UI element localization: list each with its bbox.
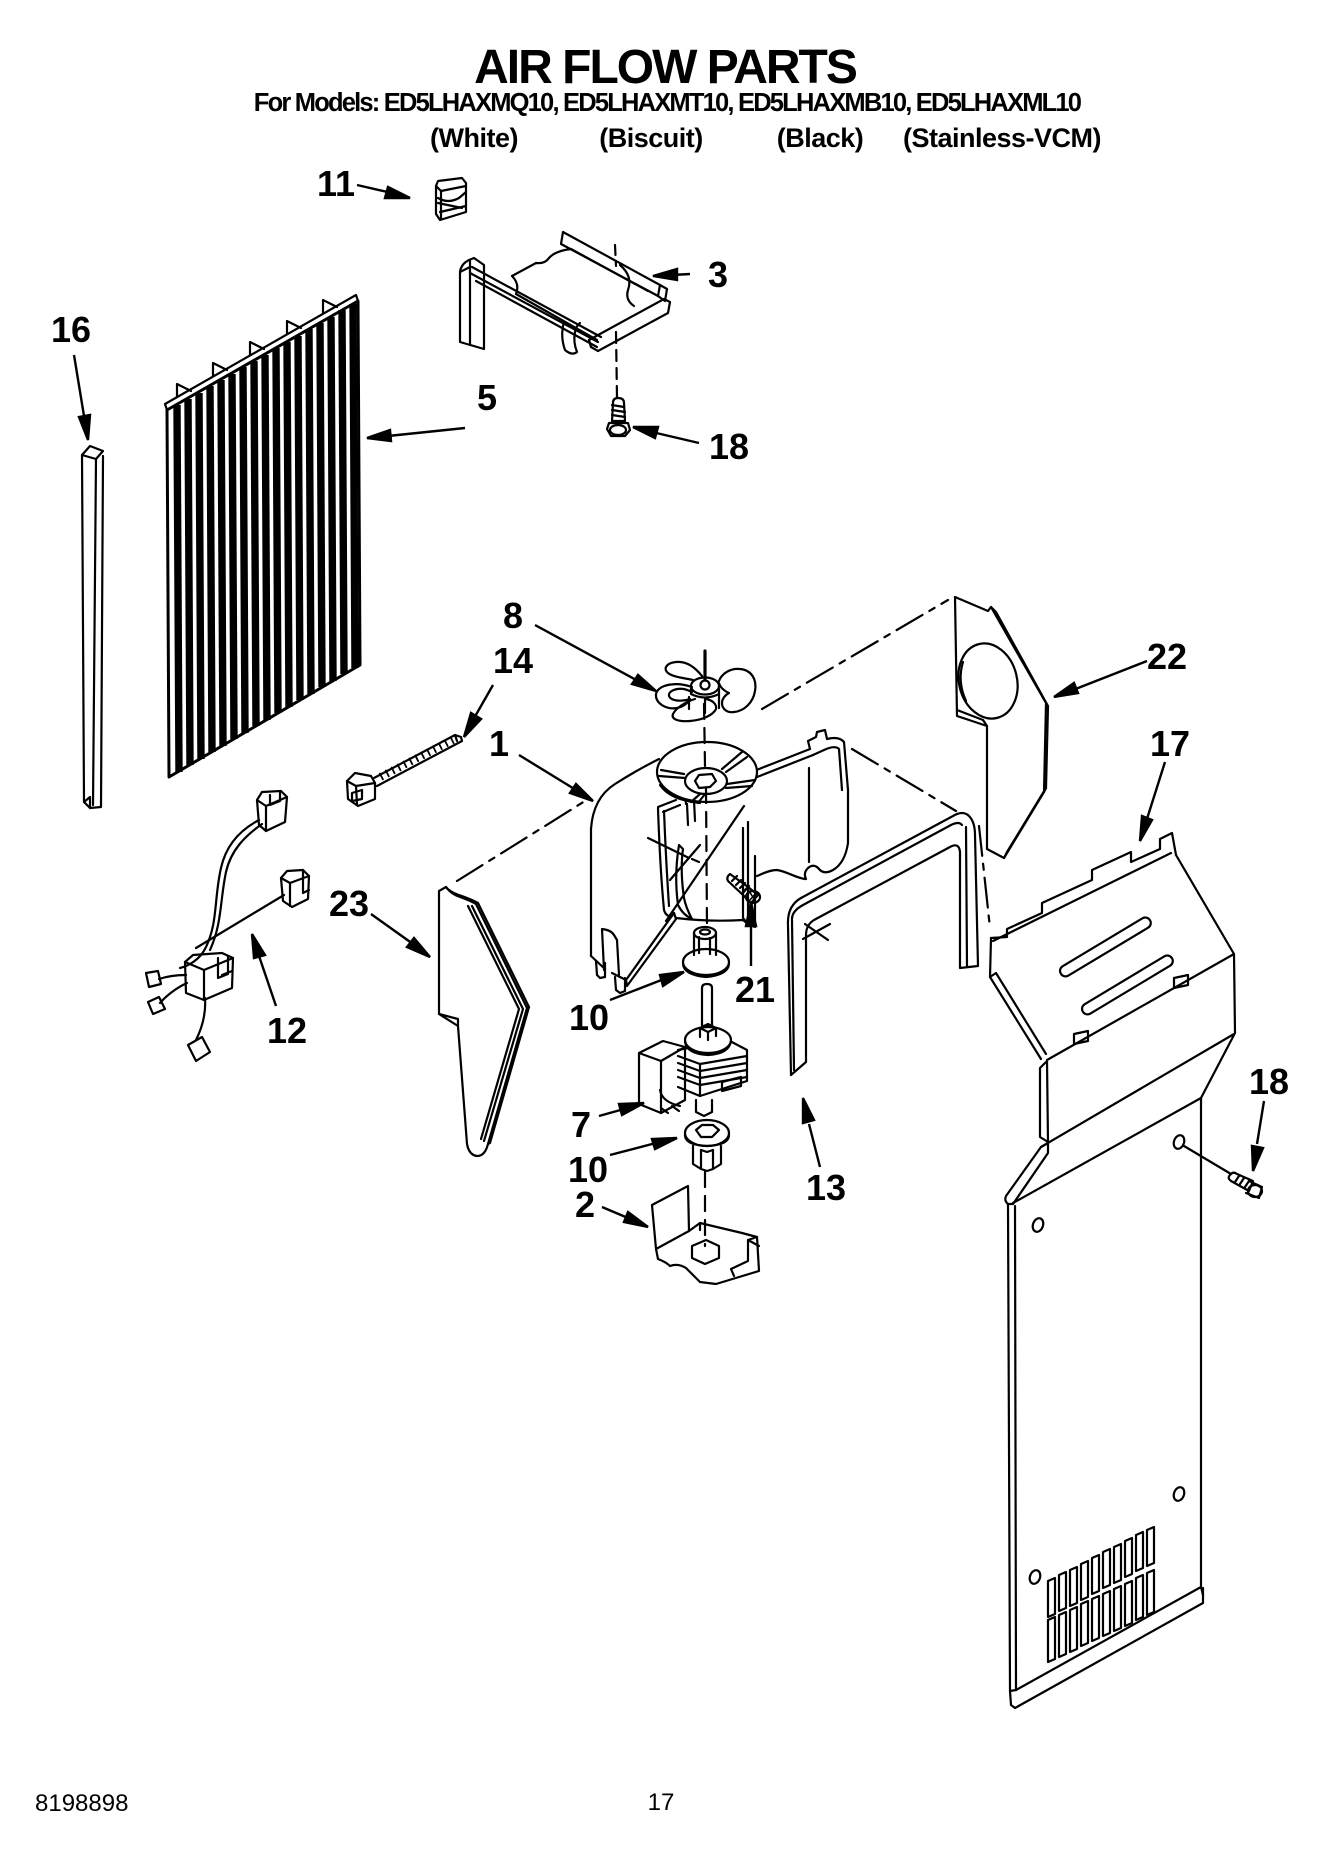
svg-text:For Models: ED5LHAXMQ10, ED5LH: For Models: ED5LHAXMQ10, ED5LHAXMT10, ED… [254,89,1082,117]
svg-text:8: 8 [503,595,523,636]
svg-text:16: 16 [51,309,91,350]
svg-text:12: 12 [267,1010,307,1051]
svg-text:3: 3 [708,254,728,295]
svg-text:13: 13 [806,1167,846,1208]
svg-text:5: 5 [477,377,497,418]
svg-text:7: 7 [571,1104,591,1145]
svg-text:18: 18 [709,426,749,467]
svg-text:17: 17 [1150,723,1190,764]
svg-text:(Black): (Black) [777,123,864,153]
svg-text:1: 1 [489,723,509,764]
svg-text:2: 2 [575,1184,595,1225]
svg-text:22: 22 [1147,636,1187,677]
svg-text:8198898: 8198898 [35,1790,128,1817]
svg-text:23: 23 [329,883,369,924]
svg-text:11: 11 [317,163,355,204]
svg-text:18: 18 [1249,1061,1289,1102]
svg-text:AIR FLOW PARTS: AIR FLOW PARTS [474,41,857,94]
svg-text:17: 17 [648,1789,675,1816]
svg-text:10: 10 [569,997,609,1038]
svg-text:(Biscuit): (Biscuit) [599,123,703,153]
svg-text:(White): (White) [430,123,518,153]
svg-text:21: 21 [735,969,775,1010]
svg-text:14: 14 [493,640,533,681]
svg-text:(Stainless-VCM): (Stainless-VCM) [903,123,1101,153]
svg-text:10: 10 [568,1149,608,1190]
